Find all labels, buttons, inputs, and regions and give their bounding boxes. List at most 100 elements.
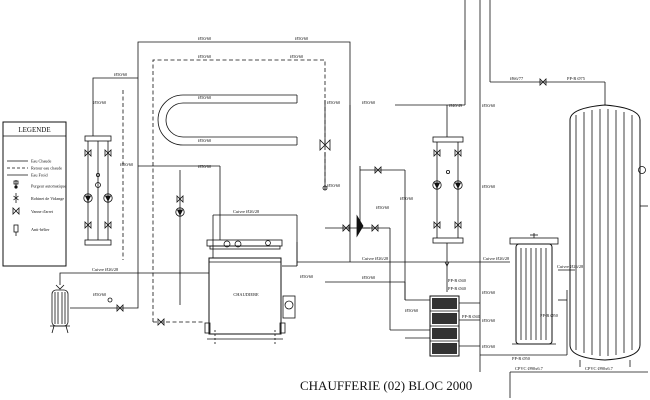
svg-text:Vanne d'arret: Vanne d'arret [31,209,54,214]
svg-text:CPVC Ø90x6.7: CPVC Ø90x6.7 [515,366,544,371]
svg-text:Ø50/60: Ø50/60 [482,318,496,323]
pump-icon [83,193,93,203]
left-branch-top: Ø50/60 Ø50/60 Ø50/60 [92,72,138,260]
legend-item-purgeur: Purgeur automatique [13,180,66,189]
serpentine-coil: Ø50/60 Ø50/60 Ø50/60 [138,94,298,240]
svg-text:PP-R Ø50: PP-R Ø50 [512,356,531,361]
valve-icon [176,195,184,203]
svg-text:Ø50/60: Ø50/60 [327,100,341,105]
svg-text:Ø50/60: Ø50/60 [362,100,376,105]
drawing-title: CHAUFFERIE (02) BLOC 2000 [300,378,472,393]
buffer-tank-small: Cuivre Ø26/28 PP-R Ø50 PP-R Ø50 [480,233,584,361]
anti-belier-icon [13,224,19,236]
legend-title: LEGENDE [18,126,50,134]
svg-text:Ø50/60: Ø50/60 [327,183,341,188]
svg-text:Cuivre Ø26/28: Cuivre Ø26/28 [233,209,260,214]
valve-icon [84,221,92,229]
pump-icon [103,193,113,203]
svg-text:Ø50/60: Ø50/60 [198,95,212,100]
misc-labels: Ø50/60 Ø50/60 [300,274,419,313]
supply-loop-top: Ø50/60 Ø50/60 [137,36,351,252]
return-pump [175,170,185,305]
svg-text:PP-R Ø40: PP-R Ø40 [462,314,481,319]
svg-text:Ø50/60: Ø50/60 [198,36,212,41]
svg-text:Eau Froid: Eau Froid [31,173,49,178]
storage-tank-large [569,82,648,367]
purgeur-icon [13,180,19,189]
mixing-valve-group: Ø50/60 Ø50/60 Ø50/60 Ø50/60 Ø50/60 [319,100,414,330]
legend-item-eau-froid: Eau Froid [7,173,49,178]
valve-icon [104,221,112,229]
legend-item-vanne: Vanne d'arret [12,207,54,215]
valve-icon [84,149,92,157]
return-loop-dashed: Ø50/60 Ø50/60 [152,54,326,322]
svg-text:Cuivre Ø26/28: Cuivre Ø26/28 [557,264,584,269]
left-low-line: Ø50/60 [70,252,205,326]
svg-text:Ø50/60: Ø50/60 [114,72,128,77]
boiler-label: CHAUDIERE [233,292,259,297]
svg-text:Ø50/60: Ø50/60 [295,36,309,41]
valve-icon [454,221,462,229]
svg-text:Ø50/60: Ø50/60 [376,205,390,210]
valve-icon [374,166,382,174]
cuivre-mid: Cuivre Ø26/28 Cuivre Ø26/28 Ø50/60 [297,256,510,300]
svg-text:Ø50/60: Ø50/60 [93,100,107,105]
pump-icon [432,180,442,190]
pump-icon [453,180,463,190]
svg-text:Ø50/60: Ø50/60 [198,164,212,169]
expansion-tank-left [50,284,70,334]
svg-text:Ø50/60: Ø50/60 [300,274,314,279]
svg-text:PP-R Ø40: PP-R Ø40 [448,278,467,283]
boiler: CHAUDIERE Cuivre Ø26/28 [204,209,298,345]
svg-text:Cuivre Ø26/28: Cuivre Ø26/28 [362,256,389,261]
svg-text:Eau Chaude: Eau Chaude [31,159,51,164]
right-risers: Ø50/60 Ø50/60 Ø50/60 Ø50/60 Ø50/60 [464,0,496,372]
valve-icon [433,221,441,229]
tank-feed-line: Ø66/77 PP-R Ø75 [490,76,605,86]
valve-icon [433,149,441,157]
drain-valve-icon [13,193,19,203]
svg-text:Purgeur automatique: Purgeur automatique [31,184,66,189]
legend-box: LEGENDE Eau Chaude Retour eau chaude Eau… [2,121,67,267]
svg-text:Ø50/60: Ø50/60 [198,138,212,143]
svg-text:Ø66/77: Ø66/77 [510,76,524,81]
svg-text:Anti-bélier: Anti-bélier [31,227,50,232]
svg-text:Robinet de Vidange: Robinet de Vidange [31,196,64,201]
svg-text:Retour eau chaude: Retour eau chaude [31,166,62,171]
valve-icon [319,139,331,151]
left-pump-group [83,135,113,246]
legend-item-eau-chaude: Eau Chaude [7,159,51,164]
svg-text:Ø50/60: Ø50/60 [362,275,376,280]
svg-text:Ø50/60: Ø50/60 [482,344,496,349]
heat-exchanger: PP-R Ø40 PP-R Ø40 [390,286,481,357]
svg-text:Cuivre Ø26/28: Cuivre Ø26/28 [92,267,119,272]
svg-text:PP-R Ø40: PP-R Ø40 [448,286,467,291]
svg-text:Ø50/60: Ø50/60 [482,184,496,189]
svg-text:CPVC Ø90x6.7: CPVC Ø90x6.7 [585,366,614,371]
svg-text:Ø50/60: Ø50/60 [482,103,496,108]
cuivre-line-left: Cuivre Ø26/28 [59,267,209,285]
svg-text:Ø50/60: Ø50/60 [198,54,212,59]
svg-text:Ø50/60: Ø50/60 [120,162,134,167]
svg-text:Cuivre Ø26/28: Cuivre Ø26/28 [483,256,510,261]
valve-icon [12,207,20,215]
svg-text:Ø50/60: Ø50/60 [405,308,419,313]
svg-text:Ø50/60: Ø50/60 [482,290,496,295]
legend-item-vidange: Robinet de Vidange [13,193,64,203]
svg-text:Ø50/60: Ø50/60 [93,292,107,297]
legend-item-anti-belier: Anti-bélier [13,224,50,236]
valve-icon [371,224,379,232]
right-pump-group: Ø40/49 PP-R Ø40 [395,0,467,292]
legend-item-retour-eau-chaude: Retour eau chaude [7,166,62,171]
valve-icon [342,224,350,232]
svg-text:Ø50/60: Ø50/60 [290,54,304,59]
valve-icon [104,149,112,157]
valve-icon [454,149,462,157]
gauge-icon [638,166,646,174]
svg-text:PP-R Ø50: PP-R Ø50 [540,313,559,318]
svg-text:PP-R Ø75: PP-R Ø75 [567,76,586,81]
svg-text:Ø50/60: Ø50/60 [400,196,414,201]
svg-text:Ø40/49: Ø40/49 [449,103,463,108]
valve-icon [116,304,124,312]
